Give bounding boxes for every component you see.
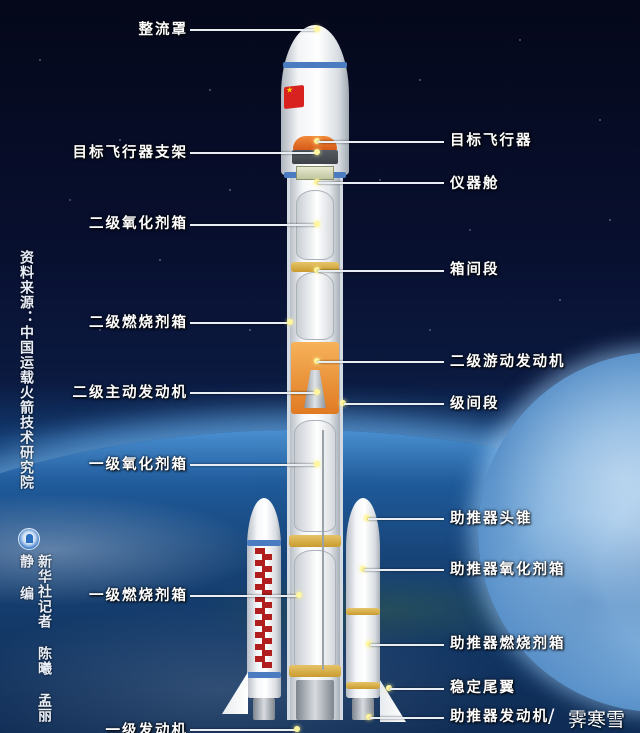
- stage1-oxidizer-tank-shape: [294, 420, 336, 532]
- anchor-fairing: [314, 26, 320, 32]
- leader-fairing: [190, 29, 316, 31]
- label-stage1-engine: 一级发动机: [105, 723, 188, 733]
- leader-stage2-oxidizer-tank: [190, 224, 316, 226]
- label-stage2-fuel-tank: 二级燃烧剂箱: [89, 315, 188, 331]
- stage1-aft-ring: [289, 665, 341, 677]
- label-stabilizer-fin: 稳定尾翼: [450, 680, 516, 696]
- anchor-stage1-fuel-tank: [296, 592, 302, 598]
- fairing-band-top: [283, 62, 347, 68]
- leader-booster-engine: [370, 717, 444, 719]
- right-booster-ring-bottom: [346, 682, 380, 689]
- label-payload-support: 目标飞行器支架: [72, 145, 188, 161]
- anchor-stage1-oxidizer-tank: [314, 461, 320, 467]
- left-booster-band-bottom: [247, 672, 281, 678]
- leader-stage1-engine: [190, 729, 296, 731]
- leader-intertank: [318, 270, 444, 272]
- anchor-interstage: [340, 400, 346, 406]
- right-booster-ring-top: [346, 608, 380, 615]
- leader-stage1-fuel-tank: [190, 595, 298, 597]
- label-booster-oxidizer-tank: 助推器氧化剂箱: [450, 562, 566, 578]
- stage1-fuel-tank-shape: [294, 550, 336, 670]
- watermark-text: 霁寒雪: [568, 709, 626, 731]
- label-stage2-oxidizer-tank: 二级氧化剂箱: [89, 216, 188, 232]
- leader-target-spacecraft: [318, 141, 444, 143]
- label-stage1-oxidizer-tank: 一级氧化剂箱: [89, 457, 188, 473]
- left-booster-band-top: [247, 540, 281, 546]
- leader-stage2-main-engine: [190, 392, 316, 394]
- anchor-stage2-vernier-engine: [314, 358, 320, 364]
- leader-booster-oxidizer-tank: [364, 569, 444, 571]
- leader-stage1-oxidizer-tank: [190, 464, 316, 466]
- anchor-stage2-fuel-tank: [287, 319, 293, 325]
- label-interstage: 级间段: [450, 396, 500, 412]
- feed-line: [322, 430, 324, 670]
- china-flag-icon: [284, 84, 304, 110]
- anchor-instrument-bay: [314, 179, 320, 185]
- anchor-booster-fuel-tank: [366, 641, 372, 647]
- stage2-fuel-tank-shape: [296, 272, 334, 340]
- xinhua-logo-icon: [18, 528, 40, 550]
- leader-booster-fuel-tank: [370, 644, 444, 646]
- anchor-stabilizer-fin: [386, 685, 392, 691]
- label-stage2-main-engine: 二级主动发动机: [72, 385, 188, 401]
- leader-booster-nose-cone: [368, 518, 444, 520]
- label-booster-engine: 助推器发动机: [450, 709, 549, 725]
- instrument-bay-shape: [296, 166, 334, 180]
- label-stage1-fuel-tank: 一级燃烧剂箱: [89, 588, 188, 604]
- label-fairing: 整流罩: [138, 22, 188, 38]
- label-instrument-bay: 仪器舱: [450, 176, 500, 192]
- label-booster-fuel-tank: 助推器燃烧剂箱: [450, 636, 566, 652]
- source-credit: 资料来源：中国运载火箭技术研究院: [18, 250, 34, 490]
- leader-interstage: [344, 403, 444, 405]
- anchor-stage2-oxidizer-tank: [314, 221, 320, 227]
- stage1-intertank-ring: [289, 535, 341, 547]
- leader-stage2-vernier-engine: [318, 361, 444, 363]
- anchor-stage1-engine: [294, 726, 300, 732]
- anchor-intertank: [314, 267, 320, 273]
- watermark-slash: /: [548, 705, 555, 727]
- leader-stage2-fuel-tank: [190, 322, 290, 324]
- author-credit: 新华社记者 陈曦 孟丽静 编: [18, 554, 52, 723]
- leader-instrument-bay: [318, 182, 444, 184]
- leader-stabilizer-fin: [390, 688, 444, 690]
- anchor-target-spacecraft: [314, 138, 320, 144]
- left-booster-engine: [253, 698, 275, 720]
- left-booster-checker: [255, 548, 265, 668]
- anchor-stage2-main-engine: [314, 389, 320, 395]
- anchor-booster-nose-cone: [364, 515, 370, 521]
- label-target-spacecraft: 目标飞行器: [450, 133, 533, 149]
- anchor-payload-support: [314, 149, 320, 155]
- anchor-booster-oxidizer-tank: [360, 566, 366, 572]
- label-stage2-vernier-engine: 二级游动发动机: [450, 354, 566, 370]
- leader-payload-support: [190, 152, 316, 154]
- label-intertank: 箱间段: [450, 262, 500, 278]
- left-booster-checker-2: [262, 548, 272, 668]
- right-booster: [346, 498, 380, 698]
- anchor-booster-engine: [366, 714, 372, 720]
- stage1-engine-cluster: [296, 680, 334, 720]
- label-booster-nose-cone: 助推器头锥: [450, 511, 533, 527]
